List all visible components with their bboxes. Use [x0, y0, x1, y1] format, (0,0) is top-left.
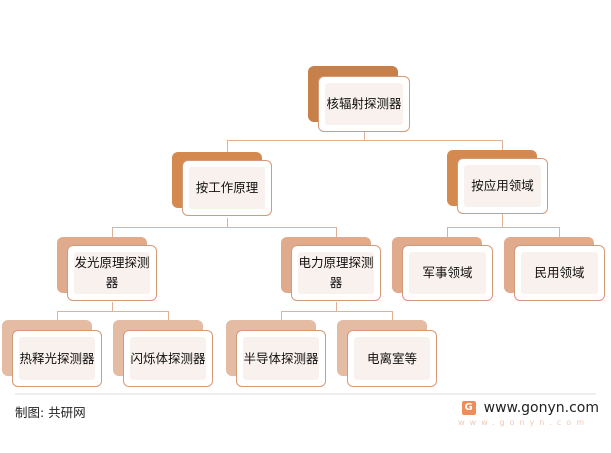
node-by-application: 按应用领域	[457, 158, 548, 214]
connector	[227, 140, 228, 160]
node-scintillator: 闪烁体探测器	[123, 330, 213, 387]
connector	[112, 227, 113, 245]
gonyn-logo-icon: G	[461, 401, 476, 415]
connector	[336, 227, 337, 245]
node-label: 民用领域	[534, 265, 585, 280]
connector	[227, 140, 503, 141]
connector	[112, 302, 113, 311]
footer-divider	[15, 393, 596, 395]
connector	[281, 311, 393, 312]
node-label: 军事领域	[422, 265, 473, 280]
node-military: 军事领域	[402, 245, 493, 301]
connector	[57, 311, 169, 312]
node-label: 半导体探测器	[243, 350, 319, 366]
node-label: 电力原理探测器	[298, 255, 374, 290]
connector	[502, 214, 503, 227]
site-url: www.gonyn.com	[483, 400, 599, 416]
node-label: 按应用领域	[471, 178, 534, 193]
node-label: 电离室等	[366, 350, 417, 366]
connector	[227, 218, 228, 227]
node-label: 闪烁体探测器	[130, 350, 206, 366]
connector	[447, 227, 560, 228]
node-label: 热释光探测器	[19, 350, 95, 366]
connector	[447, 227, 448, 245]
connector	[559, 227, 560, 245]
node-label: 核辐射探测器	[326, 96, 402, 111]
node-semiconductor: 半导体探测器	[236, 330, 326, 387]
node-root: 核辐射探测器	[318, 76, 410, 132]
node-luminescence: 发光原理探测器	[67, 245, 157, 301]
node-civil: 民用领域	[514, 245, 605, 301]
brand: G www.gonyn.com	[461, 400, 599, 416]
node-ionization-chamber: 电离室等	[347, 330, 437, 387]
node-electrical: 电力原理探测器	[291, 245, 381, 301]
site-url-watermark: www.gonyn.com	[458, 418, 589, 427]
node-by-principle: 按工作原理	[182, 160, 272, 216]
connector	[112, 227, 337, 228]
node-thermoluminescent: 热释光探测器	[12, 330, 102, 387]
node-label: 按工作原理	[195, 180, 259, 195]
node-label: 发光原理探测器	[74, 255, 150, 290]
connector	[336, 302, 337, 311]
connector	[502, 140, 503, 158]
credit-text: 制图: 共研网	[15, 405, 86, 420]
connector	[364, 132, 365, 140]
